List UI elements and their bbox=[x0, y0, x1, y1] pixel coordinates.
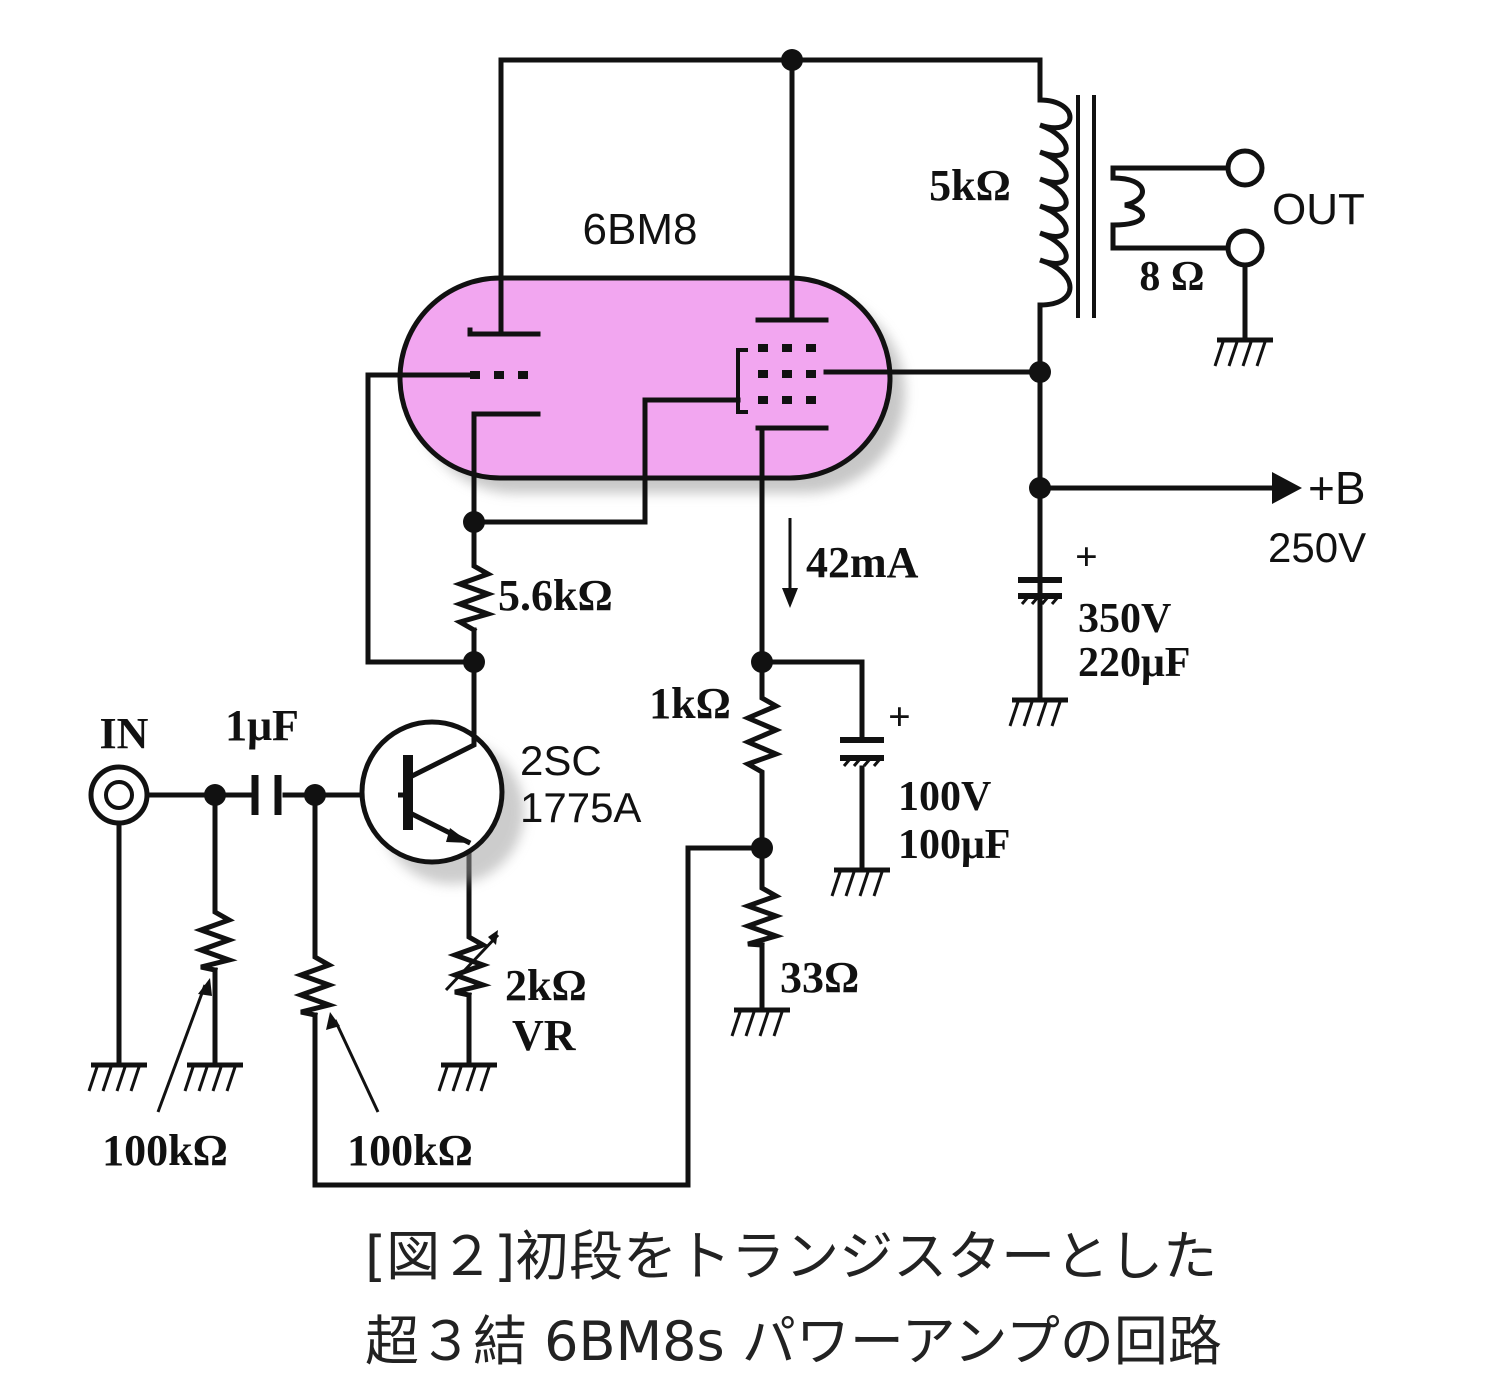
b-plus-voltage-label: 250V bbox=[1268, 524, 1366, 571]
bias-pot-label: 100kΩ bbox=[347, 1126, 473, 1175]
current-arrow-icon bbox=[782, 588, 798, 608]
output-terminal-hot bbox=[1225, 148, 1265, 188]
cathode-resistor: 1kΩ bbox=[649, 679, 783, 783]
transistor-body bbox=[359, 719, 505, 865]
supply-cap-plus: + bbox=[1075, 534, 1098, 579]
plate-resistor: 5.6kΩ bbox=[452, 557, 613, 634]
supply-cap-voltage-label: 350V bbox=[1078, 596, 1171, 642]
emitter-variable-resistor: 2kΩ VR bbox=[444, 927, 587, 1060]
pentode-grids bbox=[758, 344, 816, 404]
b-plus-label: +B bbox=[1308, 462, 1366, 514]
transformer-primary-label: 5kΩ bbox=[929, 161, 1011, 210]
emitter-vr-type-label: VR bbox=[512, 1011, 577, 1060]
ground-icon bbox=[87, 1062, 147, 1092]
input-label: IN bbox=[100, 709, 149, 758]
input-pot-label: 100kΩ bbox=[102, 1126, 228, 1175]
transistor-2sc1775a: 2SC 1775A bbox=[359, 719, 641, 884]
output-impedance-label: 8 Ω bbox=[1139, 254, 1204, 300]
cathode-cap-value-label: 100μF bbox=[898, 822, 1010, 868]
bias-potentiometer: 100kΩ bbox=[293, 947, 473, 1175]
transformer-secondary-coil bbox=[1110, 175, 1145, 228]
transformer-primary-coil bbox=[1037, 97, 1073, 308]
coupling-capacitor: 1μF bbox=[225, 701, 299, 815]
triode-grid bbox=[470, 371, 528, 379]
supply-capacitor: + 350V 220μF bbox=[1018, 534, 1190, 686]
ground-icon bbox=[437, 1062, 497, 1092]
ground-icon bbox=[830, 867, 890, 897]
cathode-resistor-label: 1kΩ bbox=[649, 679, 731, 728]
input-potentiometer: 100kΩ bbox=[102, 902, 238, 1175]
output-terminal-ground bbox=[1225, 228, 1265, 268]
tube-6bm8: 6BM8 bbox=[397, 205, 905, 493]
ground-symbols bbox=[87, 337, 1273, 1092]
figure-caption: [図２]初段をトランジスターとした 超３結 6BM8s パワーアンプの回路 bbox=[365, 1225, 1222, 1373]
b-plus-supply: +B 250V bbox=[1268, 462, 1366, 571]
output-transformer: 5kΩ bbox=[929, 95, 1145, 318]
tube-label: 6BM8 bbox=[583, 205, 698, 254]
coupling-cap-label: 1μF bbox=[225, 701, 299, 750]
caption-line2: 超３結 6BM8s パワーアンプの回路 bbox=[365, 1310, 1222, 1373]
wiring bbox=[116, 57, 1278, 1188]
emitter-vr-value-label: 2kΩ bbox=[505, 961, 587, 1010]
plate-resistor-label: 5.6kΩ bbox=[498, 571, 613, 620]
ground-icon bbox=[183, 1062, 243, 1092]
emitter-arrow-icon bbox=[446, 828, 470, 843]
ground-icon bbox=[1213, 337, 1273, 367]
ground-icon bbox=[730, 1007, 790, 1037]
ground-icon bbox=[1008, 697, 1068, 727]
caption-line1: [図２]初段をトランジスターとした bbox=[365, 1225, 1217, 1288]
triode-cathode bbox=[471, 411, 541, 433]
feedback-resistor-label: 33Ω bbox=[780, 953, 859, 1002]
output-terminals: OUT 8 Ω bbox=[1139, 148, 1365, 300]
plate-current-label: 42mA bbox=[806, 538, 919, 587]
feedback-resistor: 33Ω bbox=[740, 877, 859, 1002]
b-plus-arrow-icon bbox=[1272, 472, 1302, 504]
supply-cap-value-label: 220μF bbox=[1078, 640, 1190, 686]
cathode-bypass-capacitor: + 100V 100μF bbox=[840, 694, 1010, 868]
transistor-label-line1: 2SC bbox=[520, 737, 602, 784]
plate-current-indicator: 42mA bbox=[782, 518, 919, 608]
pentode-internal-link bbox=[736, 348, 748, 414]
cathode-cap-voltage-label: 100V bbox=[898, 774, 991, 820]
output-label: OUT bbox=[1272, 185, 1365, 234]
transistor-label-line2: 1775A bbox=[520, 784, 641, 831]
input-jack: IN bbox=[88, 709, 150, 826]
cathode-cap-plus: + bbox=[888, 694, 911, 739]
junction-dots bbox=[204, 49, 1051, 859]
